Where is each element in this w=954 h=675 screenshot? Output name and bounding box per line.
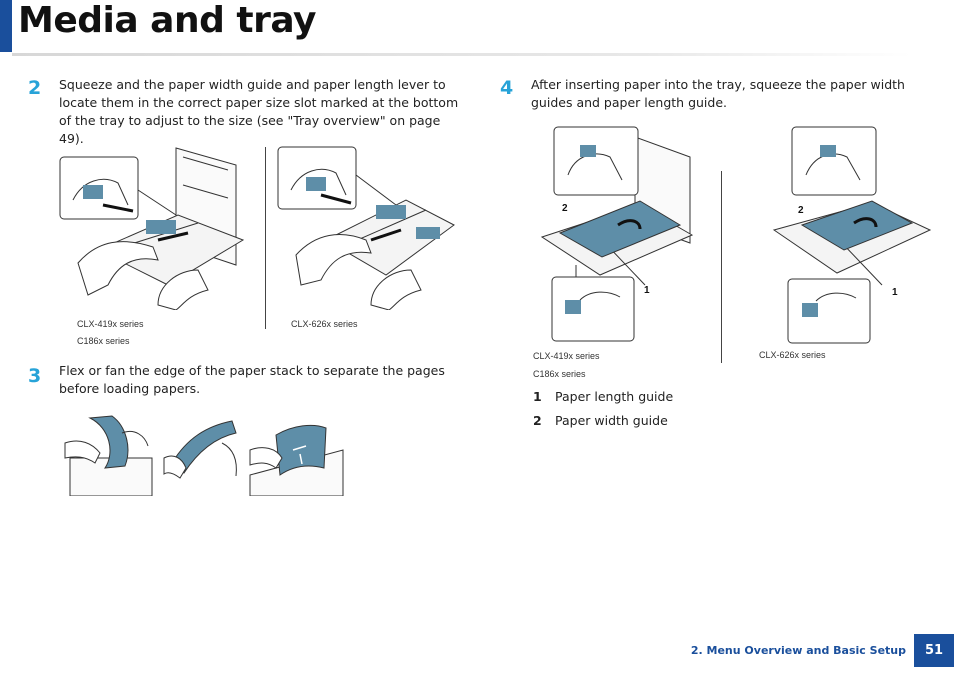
step-3-number: 3 bbox=[28, 365, 42, 387]
tray-adjust-illustration-419x bbox=[59, 147, 245, 310]
legend-item: 2 Paper width guide bbox=[533, 413, 668, 428]
fan-paper-illustration bbox=[249, 424, 344, 496]
step-3-text: Flex or fan the edge of the paper stack … bbox=[59, 363, 445, 396]
step-2-text: Squeeze and the paper width guide and pa… bbox=[59, 77, 459, 146]
tray-adjust-illustration-626x bbox=[277, 146, 455, 310]
step-4-caption-626x: CLX-626x series bbox=[759, 350, 826, 360]
callout-1-right: 1 bbox=[892, 287, 898, 298]
step-4-text: After inserting paper into the tray, squ… bbox=[531, 77, 905, 110]
legend-item: 1 Paper length guide bbox=[533, 389, 673, 404]
legend-label: Paper length guide bbox=[555, 389, 674, 404]
step-2-caption-626x: CLX-626x series bbox=[291, 319, 358, 329]
step-2-caption-419x: CLX-419x series bbox=[77, 319, 144, 329]
step-4-number: 4 bbox=[500, 77, 514, 99]
step-4-divider bbox=[721, 171, 722, 363]
footer-section-title: 2. Menu Overview and Basic Setup bbox=[690, 644, 906, 657]
legend-number: 1 bbox=[533, 389, 542, 404]
step-2-divider bbox=[265, 147, 266, 329]
legend-number: 2 bbox=[533, 413, 542, 428]
squeeze-guides-illustration-626x: 2 1 bbox=[772, 126, 932, 344]
step-4-caption-419x: CLX-419x series bbox=[533, 351, 600, 361]
callout-1-left: 1 bbox=[644, 285, 650, 296]
page-title: Media and tray bbox=[18, 0, 317, 41]
title-accent-bar bbox=[0, 0, 12, 52]
callout-2-left: 2 bbox=[562, 203, 568, 214]
flex-paper-bend-illustration bbox=[163, 420, 237, 479]
legend-label: Paper width guide bbox=[555, 413, 668, 428]
page-number: 51 bbox=[914, 634, 954, 667]
squeeze-guides-illustration-419x: 2 1 bbox=[540, 126, 694, 342]
step-4-caption-186x: C186x series bbox=[533, 369, 586, 379]
callout-2-right: 2 bbox=[798, 205, 804, 216]
step-2-number: 2 bbox=[28, 77, 42, 99]
flex-paper-illustration bbox=[64, 415, 153, 496]
title-rule bbox=[12, 53, 912, 56]
step-2-caption-186x: C186x series bbox=[77, 336, 130, 346]
